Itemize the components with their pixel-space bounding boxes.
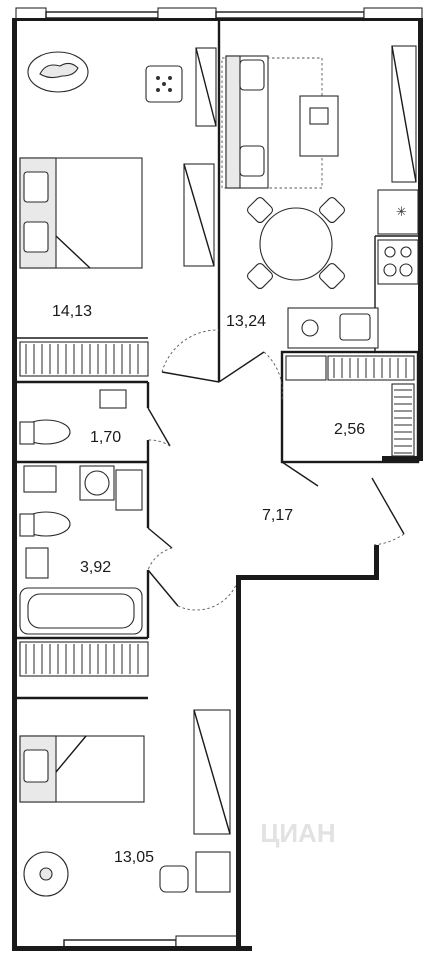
windows	[15, 7, 423, 951]
chair-icon	[318, 262, 346, 290]
tv-table-icon	[299, 95, 339, 157]
bedroom-1-wardrobe	[19, 341, 149, 377]
watermark-text: ЦИАН	[260, 818, 335, 848]
chair-icon	[246, 196, 274, 224]
area-storage: 2,56	[334, 421, 365, 438]
area-bedroom-1: 14,13	[52, 303, 92, 320]
outer-walls	[12, 18, 423, 951]
dining-table-icon	[259, 207, 333, 281]
area-labels: 14,13 13,24 1,70 2,56 7,17 3,92 13,05	[52, 303, 365, 866]
bathroom-fixtures	[19, 465, 149, 677]
area-toilet: 1,70	[90, 429, 121, 446]
svg-text:✳: ✳	[396, 204, 407, 219]
area-bedroom-2: 13,05	[114, 849, 154, 866]
toilet-fixtures	[19, 389, 127, 445]
area-living-kitchen: 13,24	[226, 313, 266, 330]
inner-walls	[17, 20, 420, 700]
doors	[147, 329, 405, 611]
chair-icon	[318, 196, 346, 224]
bedroom-2-furniture	[19, 709, 231, 897]
washbasin-icon	[99, 389, 127, 409]
bedroom-1-furniture	[19, 47, 217, 377]
stove-icon	[377, 239, 419, 285]
chair-icon	[159, 865, 189, 893]
chair-icon	[246, 262, 274, 290]
hall-wardrobe	[19, 641, 149, 677]
area-hallway: 7,17	[262, 507, 293, 524]
living-furniture: ✳	[221, 45, 419, 349]
area-bathroom: 3,92	[80, 559, 111, 576]
wardrobe-hatches	[25, 344, 412, 674]
fridge-icon	[377, 189, 419, 235]
washbasin-icon	[25, 547, 49, 579]
desk-icon	[195, 851, 231, 893]
sink-icon	[339, 313, 371, 341]
